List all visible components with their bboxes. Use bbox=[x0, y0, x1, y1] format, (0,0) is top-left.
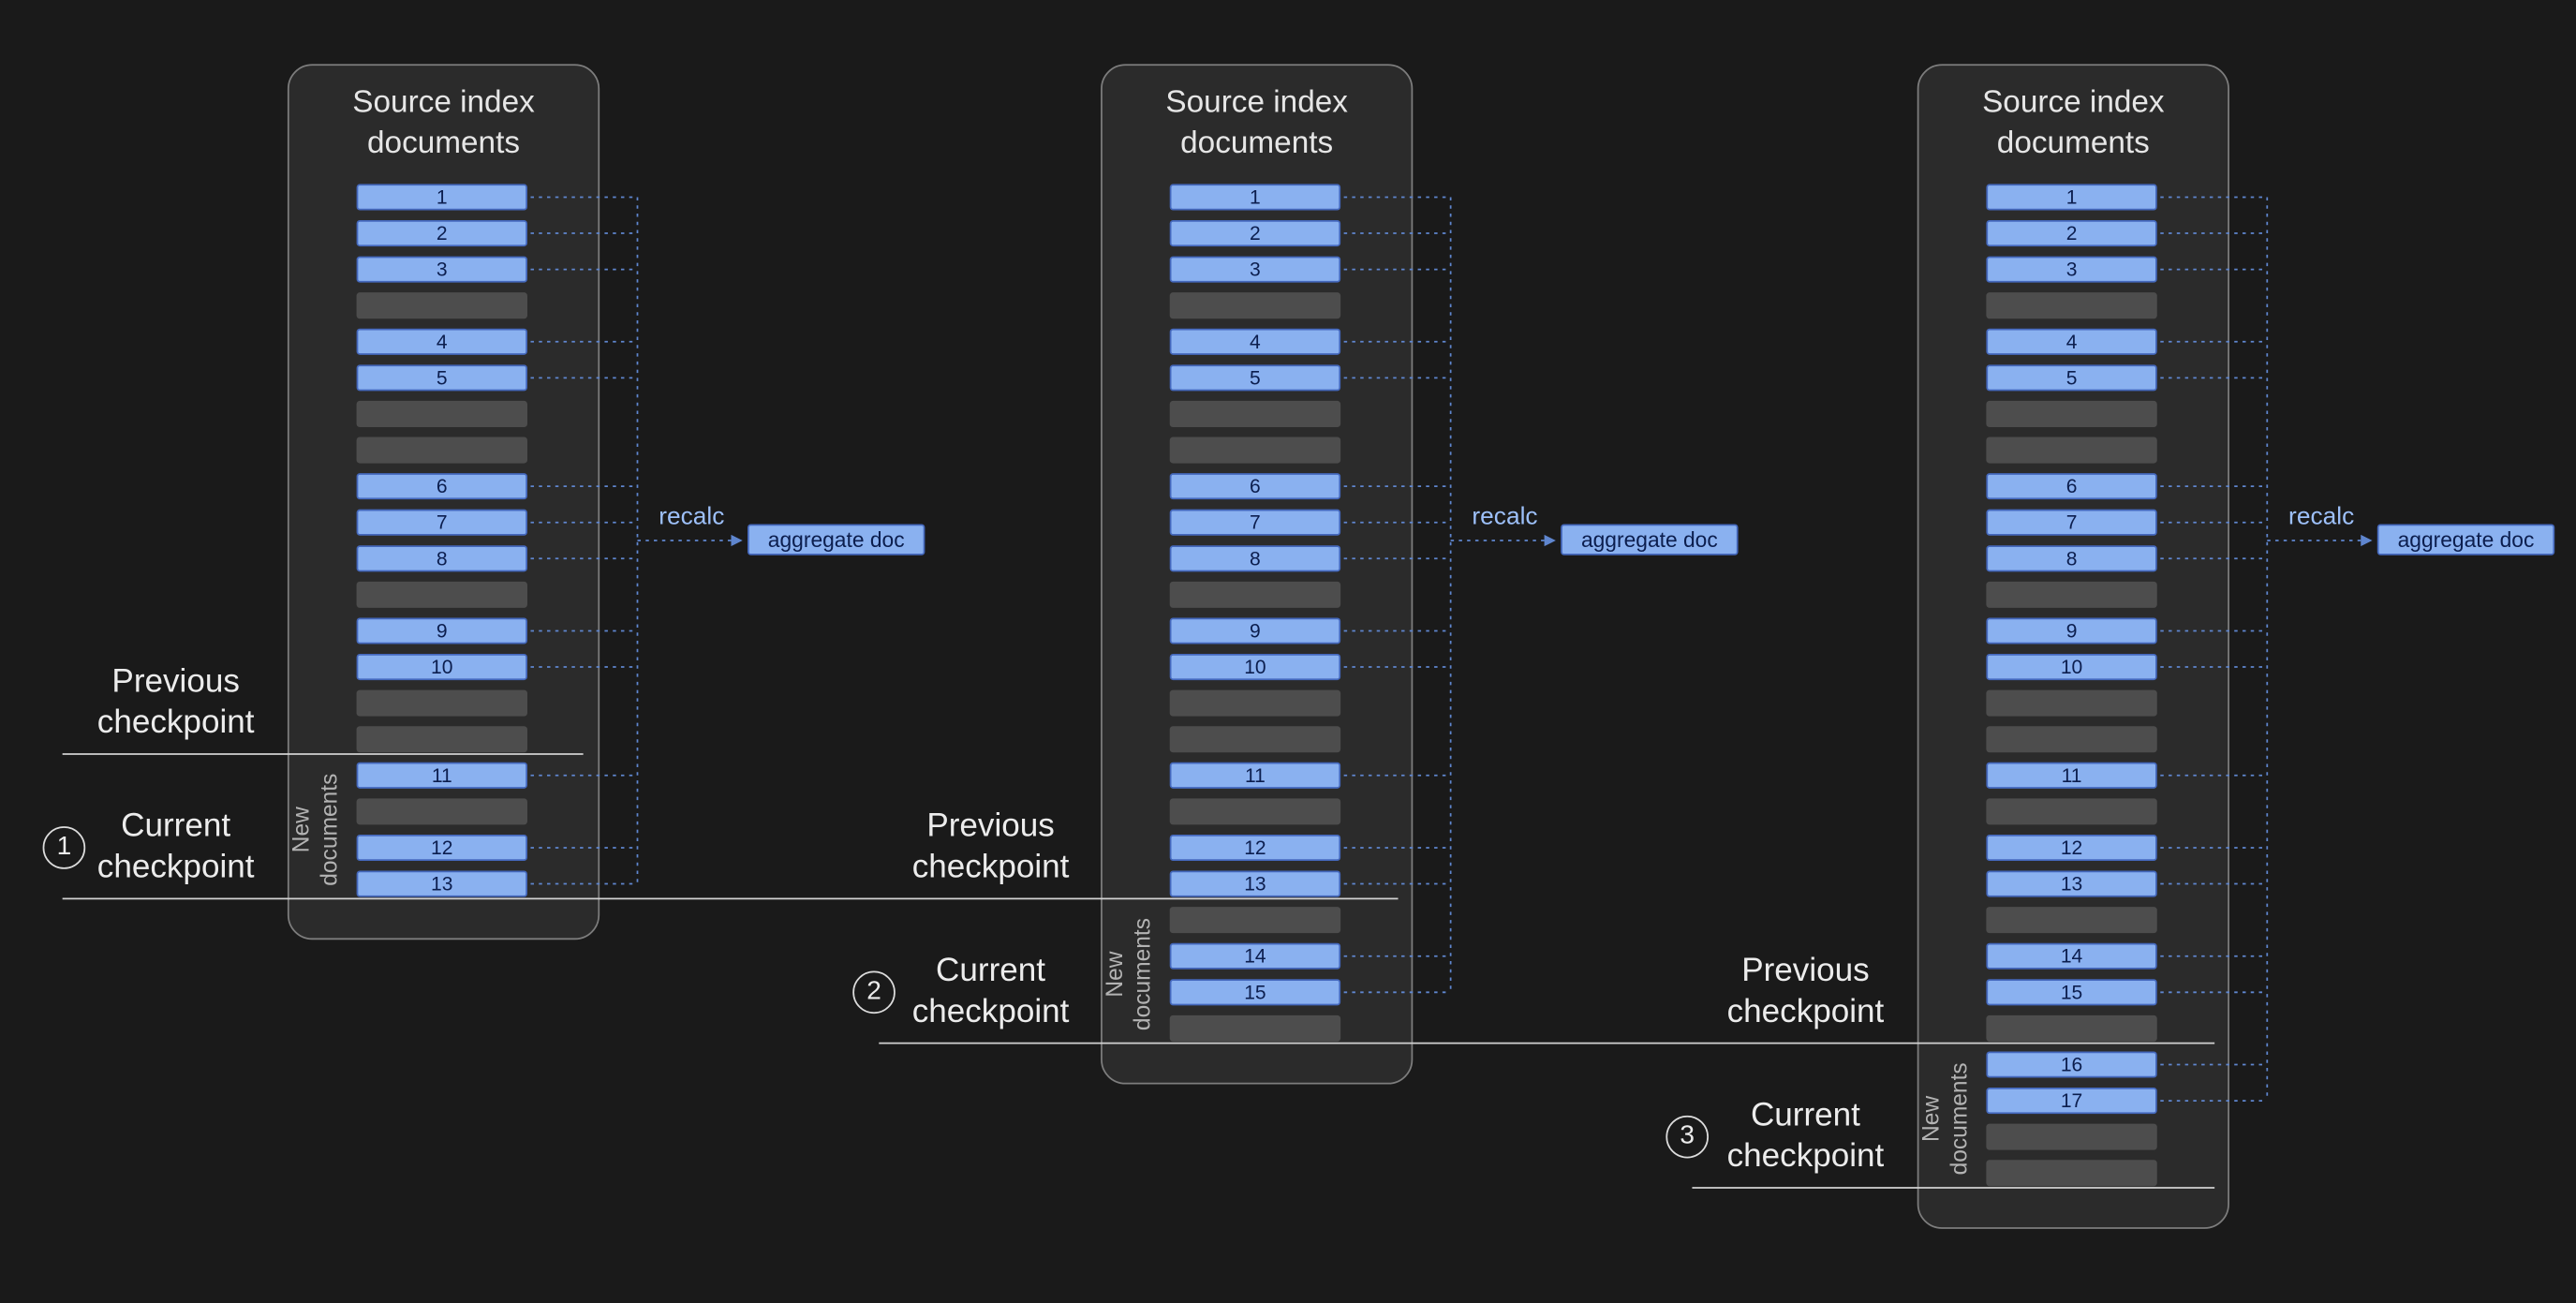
placeholder-row bbox=[1169, 437, 1341, 464]
previous-checkpoint-label: Previous checkpoint bbox=[96, 663, 255, 741]
placeholder-row bbox=[1169, 1014, 1341, 1042]
document-row: 7 bbox=[1986, 509, 2157, 536]
document-row: 3 bbox=[1169, 256, 1341, 283]
placeholder-row bbox=[1169, 907, 1341, 934]
document-row: 3 bbox=[1986, 256, 2157, 283]
panel-title: Source index documents bbox=[352, 85, 535, 161]
document-row: 6 bbox=[356, 473, 527, 500]
placeholder-row bbox=[1169, 292, 1341, 319]
panel-title: Source index documents bbox=[1165, 85, 1348, 161]
placeholder-row bbox=[1986, 689, 2157, 717]
document-row: 10 bbox=[1169, 654, 1341, 681]
document-row: 6 bbox=[1169, 473, 1341, 500]
placeholder-row bbox=[1169, 400, 1341, 427]
document-row: 4 bbox=[356, 328, 527, 355]
document-row: 13 bbox=[1986, 870, 2157, 897]
current-checkpoint-label: Current checkpoint bbox=[96, 807, 255, 886]
document-row: 12 bbox=[1986, 834, 2157, 862]
document-row: 13 bbox=[356, 870, 527, 897]
aggregate-doc-box: aggregate doc bbox=[2376, 524, 2555, 555]
document-row: 13 bbox=[1169, 870, 1341, 897]
document-row: 11 bbox=[1986, 762, 2157, 789]
recalc-arrowhead-icon bbox=[731, 534, 743, 547]
document-row: 7 bbox=[356, 509, 527, 536]
placeholder-row bbox=[1986, 581, 2157, 608]
panel-title: Source index documents bbox=[1982, 85, 2165, 161]
document-row: 1 bbox=[1169, 184, 1341, 211]
document-row: 11 bbox=[1169, 762, 1341, 789]
document-row: 8 bbox=[356, 545, 527, 572]
placeholder-row bbox=[1986, 400, 2157, 427]
document-row: 7 bbox=[1169, 509, 1341, 536]
document-row: 9 bbox=[1169, 617, 1341, 644]
document-row: 4 bbox=[1986, 328, 2157, 355]
placeholder-row bbox=[1986, 726, 2157, 753]
checkpoint-number-badge: 3 bbox=[1666, 1115, 1709, 1159]
recalc-arrowhead-icon bbox=[2361, 534, 2373, 547]
recalc-label: recalc bbox=[2288, 502, 2355, 531]
document-row: 10 bbox=[1986, 654, 2157, 681]
placeholder-row bbox=[1169, 581, 1341, 608]
document-row: 12 bbox=[1169, 834, 1341, 862]
document-row: 5 bbox=[356, 364, 527, 392]
placeholder-row bbox=[356, 581, 527, 608]
new-documents-label: New documents bbox=[1917, 1062, 1972, 1176]
document-row: 14 bbox=[1986, 942, 2157, 970]
previous-checkpoint-label: Previous checkpoint bbox=[911, 807, 1070, 886]
placeholder-row bbox=[356, 726, 527, 753]
document-row: 8 bbox=[1169, 545, 1341, 572]
placeholder-row bbox=[1169, 726, 1341, 753]
checkpoint-number-badge: 2 bbox=[852, 970, 896, 1014]
new-documents-label: New documents bbox=[287, 773, 342, 886]
document-row: 10 bbox=[356, 654, 527, 681]
aggregate-doc-box: aggregate doc bbox=[1561, 524, 1739, 555]
document-row: 3 bbox=[356, 256, 527, 283]
placeholder-row bbox=[1986, 1014, 2157, 1042]
document-row: 6 bbox=[1986, 473, 2157, 500]
placeholder-row bbox=[356, 689, 527, 717]
placeholder-row bbox=[1986, 1123, 2157, 1150]
document-row: 2 bbox=[356, 220, 527, 247]
document-row: 15 bbox=[1169, 979, 1341, 1006]
document-row: 8 bbox=[1986, 545, 2157, 572]
placeholder-row bbox=[356, 292, 527, 319]
placeholder-row bbox=[1986, 1160, 2157, 1187]
placeholder-row bbox=[356, 400, 527, 427]
recalc-arrowhead-icon bbox=[1544, 534, 1556, 547]
document-row: 5 bbox=[1986, 364, 2157, 392]
placeholder-row bbox=[1986, 437, 2157, 464]
placeholder-row bbox=[1169, 798, 1341, 825]
document-row: 5 bbox=[1169, 364, 1341, 392]
document-row: 2 bbox=[1169, 220, 1341, 247]
document-row: 1 bbox=[356, 184, 527, 211]
placeholder-row bbox=[1986, 907, 2157, 934]
checkpoint-number-badge: 1 bbox=[42, 826, 86, 869]
previous-checkpoint-label: Previous checkpoint bbox=[1726, 953, 1885, 1030]
recalc-label: recalc bbox=[1472, 502, 1538, 531]
aggregate-doc-box: aggregate doc bbox=[747, 524, 925, 555]
placeholder-row bbox=[1169, 689, 1341, 717]
current-checkpoint-label: Current checkpoint bbox=[911, 953, 1070, 1030]
recalc-label: recalc bbox=[659, 502, 725, 531]
current-checkpoint-label: Current checkpoint bbox=[1726, 1097, 1885, 1175]
placeholder-row bbox=[1986, 292, 2157, 319]
document-row: 2 bbox=[1986, 220, 2157, 247]
document-row: 14 bbox=[1169, 942, 1341, 970]
document-row: 12 bbox=[356, 834, 527, 862]
placeholder-row bbox=[356, 798, 527, 825]
placeholder-row bbox=[1986, 798, 2157, 825]
document-row: 4 bbox=[1169, 328, 1341, 355]
document-row: 17 bbox=[1986, 1088, 2157, 1115]
document-row: 15 bbox=[1986, 979, 2157, 1006]
placeholder-row bbox=[356, 437, 527, 464]
document-row: 1 bbox=[1986, 184, 2157, 211]
document-row: 9 bbox=[1986, 617, 2157, 644]
document-row: 9 bbox=[356, 617, 527, 644]
document-row: 11 bbox=[356, 762, 527, 789]
new-documents-label: New documents bbox=[1101, 917, 1155, 1031]
document-row: 16 bbox=[1986, 1051, 2157, 1078]
